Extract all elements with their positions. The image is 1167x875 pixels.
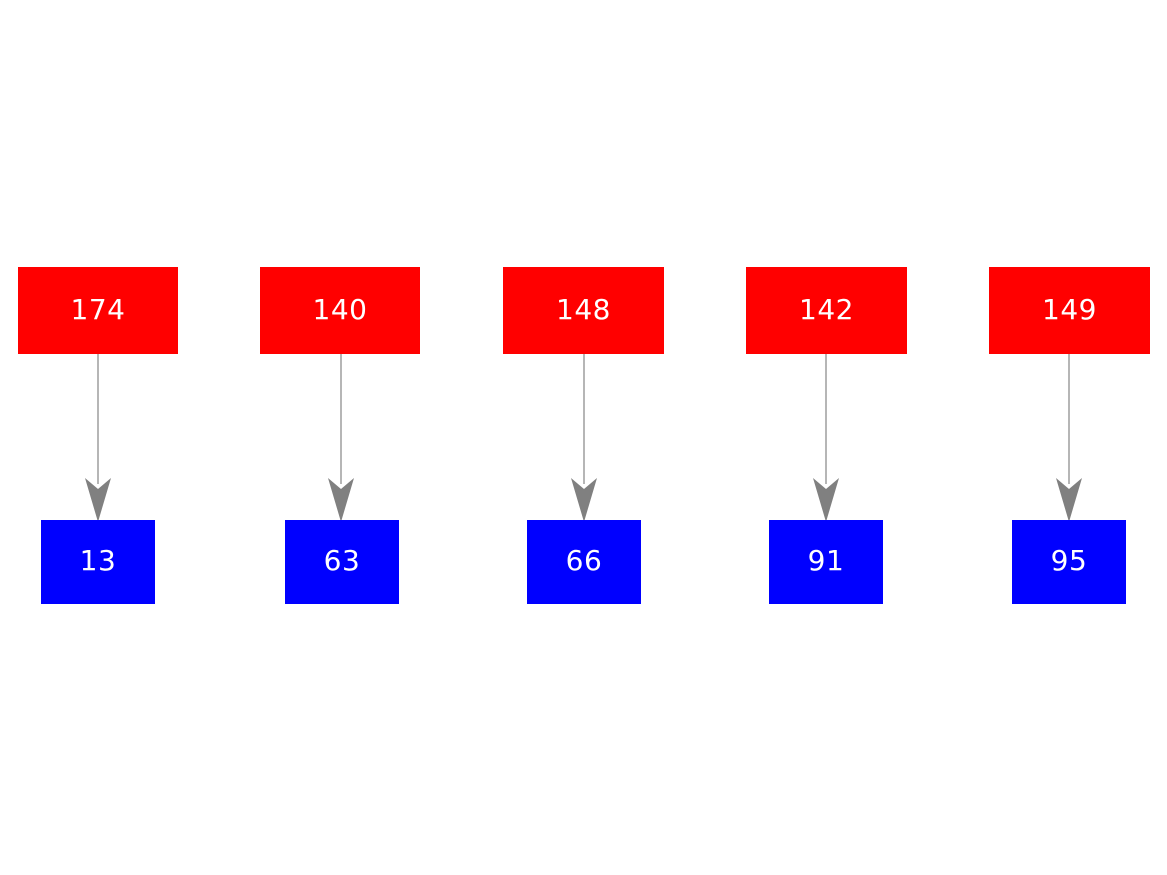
node-label: 95 [1050,544,1088,577]
edge-arrowhead [85,478,111,522]
node-label: 149 [1042,292,1097,326]
edge-arrowhead [571,478,597,522]
node-label: 13 [79,544,117,577]
node-label: 91 [807,544,845,577]
edge-arrowhead [813,478,839,522]
parent-node[interactable]: 142 [746,267,907,354]
child-node[interactable]: 95 [1012,520,1126,604]
parent-node[interactable]: 140 [260,267,420,354]
node-label: 142 [799,292,854,326]
child-node[interactable]: 91 [769,520,883,604]
parent-node[interactable]: 149 [989,267,1150,354]
edge-arrowhead [1056,478,1082,522]
parent-node[interactable]: 174 [18,267,178,354]
child-node[interactable]: 66 [527,520,641,604]
edge-arrowhead [328,478,354,522]
node-label: 148 [556,292,611,326]
node-label: 66 [565,544,603,577]
node-label: 174 [70,292,126,326]
parent-node[interactable]: 148 [503,267,664,354]
child-node[interactable]: 63 [285,520,399,604]
child-node[interactable]: 13 [41,520,155,604]
node-label: 140 [312,292,368,326]
node-label: 63 [323,544,361,577]
